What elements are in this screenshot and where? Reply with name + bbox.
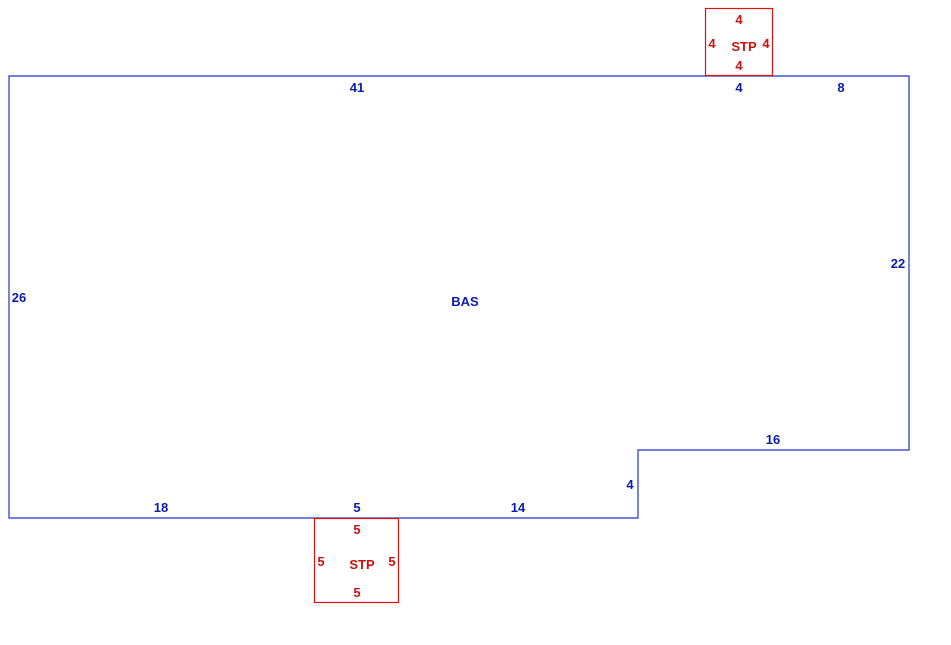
stoop-top-dim-left: 4 (708, 36, 716, 51)
dim-bottom-left: 18 (154, 500, 168, 515)
dim-left: 26 (12, 290, 26, 305)
stoop-top-label: STP (731, 39, 757, 54)
bas-outline (8, 75, 910, 519)
stoop-top-dim-top: 4 (735, 12, 743, 27)
dim-top-left: 41 (350, 80, 364, 95)
stoop-bottom-dim-right: 5 (388, 554, 395, 569)
stoop-top-dim-right: 4 (762, 36, 770, 51)
dim-top-right: 8 (837, 80, 844, 95)
stoop-bottom-outline (313, 517, 400, 604)
dim-top-mid: 4 (735, 80, 743, 95)
dim-right: 22 (891, 256, 905, 271)
stoop-top-outline (704, 7, 774, 77)
dim-bottom-mid: 5 (353, 500, 360, 515)
stoop-bottom-dim-left: 5 (317, 554, 324, 569)
dim-bottom-right: 14 (511, 500, 526, 515)
dim-step-top: 16 (766, 432, 780, 447)
stoop-top-dim-bottom: 4 (735, 58, 743, 73)
bas-label: BAS (451, 294, 479, 309)
stoop-bottom-label: STP (349, 557, 375, 572)
stoop-bottom-dim-top: 5 (353, 522, 360, 537)
stoop-bottom-dim-bottom: 5 (353, 585, 360, 600)
dim-step-vertical: 4 (626, 477, 634, 492)
